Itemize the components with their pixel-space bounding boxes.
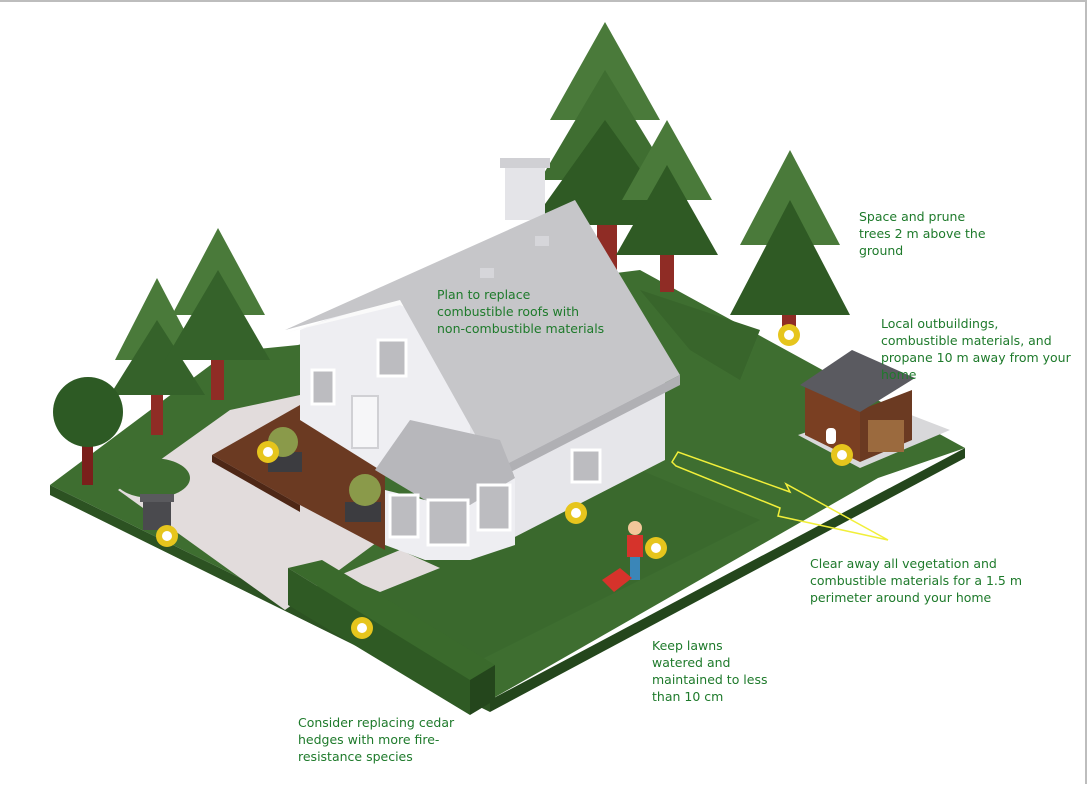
- bin-body: [143, 500, 171, 530]
- label-roof: Plan to replace combustible roofs with n…: [437, 287, 605, 336]
- person-torso: [627, 535, 643, 557]
- tree-canopy: [616, 165, 718, 255]
- label-outbuildings: Local outbuildings, combustible material…: [881, 316, 1071, 382]
- tree-canopy: [165, 270, 270, 360]
- hotspot-hedge[interactable]: [351, 617, 373, 639]
- chimney: [505, 162, 545, 220]
- perimeter-arrow: [671, 451, 889, 541]
- lawn-edge-right: [490, 448, 965, 712]
- tree-canopy: [730, 200, 850, 315]
- planter: [345, 502, 381, 522]
- hedge-top: [288, 560, 495, 680]
- lawnmower: [602, 568, 632, 592]
- arrow-shape: [671, 451, 889, 541]
- driveway-circle: [114, 458, 190, 498]
- person-head: [628, 521, 642, 535]
- tree-canopy: [740, 150, 840, 245]
- gable-window: [376, 338, 408, 378]
- tree-trunk: [82, 425, 93, 485]
- label-trees: Space and prune trees 2 m above the grou…: [859, 209, 986, 258]
- lower-window: [310, 368, 336, 406]
- bay-window-pane: [388, 493, 420, 539]
- roof-vent: [480, 268, 494, 278]
- house-left-gable: [288, 298, 478, 340]
- tree-trunk: [151, 385, 163, 435]
- tree-right: [730, 150, 850, 340]
- hedge-side: [470, 665, 495, 715]
- round-tree: [53, 377, 123, 485]
- shrub: [349, 474, 381, 506]
- hotspot-perimeter[interactable]: [565, 502, 587, 524]
- chimney-cap: [500, 158, 550, 168]
- lawn-stripe: [330, 470, 760, 660]
- hotspot-outbuilding[interactable]: [831, 444, 853, 466]
- house: [285, 158, 680, 560]
- label-lawn: Keep lawns watered and maintained to les…: [652, 638, 768, 704]
- walkway: [340, 550, 440, 592]
- label-perimeter: Clear away all vegetation and combustibl…: [810, 556, 1022, 605]
- tree-left-near: [165, 228, 270, 400]
- hedge-front: [288, 568, 470, 715]
- roof-vent: [535, 236, 549, 246]
- hotspot-trees[interactable]: [778, 324, 800, 346]
- shed-roof: [800, 350, 915, 412]
- tree-canopy: [110, 320, 205, 395]
- tree-canopy: [622, 120, 712, 200]
- label-hedges: Consider replacing cedar hedges with mor…: [298, 715, 455, 764]
- tree-canopy: [53, 377, 123, 447]
- roof: [285, 200, 680, 470]
- bay-window-pane: [426, 498, 470, 547]
- hotspot-deck[interactable]: [257, 441, 279, 463]
- side-window: [570, 448, 602, 484]
- person-legs: [630, 555, 640, 580]
- hotspot-lawn[interactable]: [645, 537, 667, 559]
- tree-back-medium: [616, 120, 718, 292]
- firewood-stack: [868, 420, 904, 452]
- bay-window-pane: [476, 483, 512, 532]
- front-door: [351, 395, 379, 449]
- deck-edge: [212, 455, 300, 512]
- lawn-shade: [640, 290, 760, 380]
- hotspot-bin[interactable]: [156, 525, 178, 547]
- person-mowing-lawn: [602, 521, 643, 592]
- roof-edge: [495, 375, 680, 480]
- garbage-bin: [140, 494, 174, 530]
- cedar-hedge: [288, 560, 495, 715]
- propane-tank: [826, 428, 836, 444]
- bin-lid: [140, 494, 174, 502]
